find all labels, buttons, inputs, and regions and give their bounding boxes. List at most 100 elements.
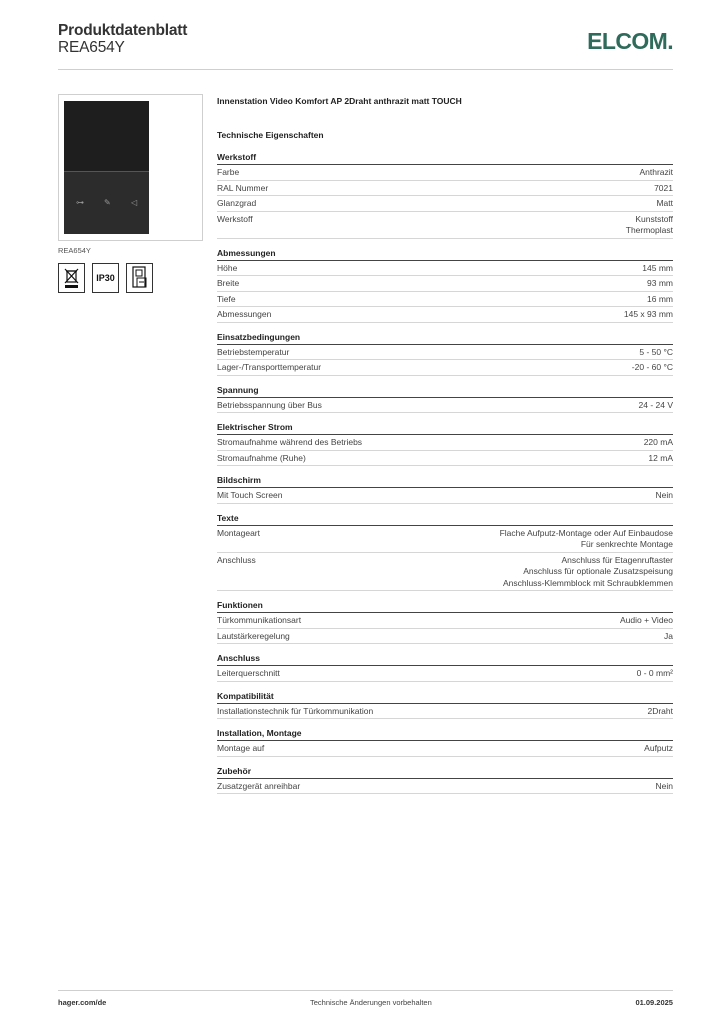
spec-label: Betriebstemperatur: [217, 346, 290, 357]
spec-value-group: Flache Aufputz-Montage oder Auf Einbaudo…: [500, 528, 673, 551]
spec-value-group: Aufputz: [644, 743, 673, 755]
spec-value: 0 - 0 mm²: [636, 668, 673, 678]
section-title: Texte: [217, 513, 673, 526]
surface-mount-icon: [126, 263, 153, 293]
spec-value-group: -20 - 60 °C: [632, 362, 673, 374]
spec-value-group: 5 - 50 °C: [639, 347, 673, 359]
spec-label: Glanzgrad: [217, 198, 257, 208]
spec-value: Nein: [655, 780, 673, 791]
spec-label: Farbe: [217, 167, 240, 177]
spec-row: Türkommunikationsart Audio + Video: [217, 613, 673, 629]
spec-value: 7021: [654, 182, 673, 193]
spec-value-group: 0 - 0 mm²: [637, 668, 673, 680]
spec-value: -20 - 60 °C: [631, 362, 673, 372]
spec-label: Abmessungen: [217, 309, 272, 319]
spec-label: Werkstoff: [217, 213, 253, 224]
spec-row: Zusatzgerät anreihbar Nein: [217, 779, 673, 794]
ip-rating-text: IP30: [96, 273, 115, 283]
spec-row: Breite 93 mm: [217, 276, 673, 292]
spec-value: 12 mA: [648, 452, 673, 463]
spec-row: Stromaufnahme (Ruhe) 12 mA: [217, 451, 673, 466]
product-image: ⊶ ✎ ◁: [58, 94, 203, 241]
spec-value: 145 mm: [642, 262, 673, 273]
spec-value: 2Draht: [647, 705, 673, 716]
spec-row: Installationstechnik für Türkommunikatio…: [217, 704, 673, 719]
footer-disclaimer: Technische Änderungen vorbehalten: [310, 998, 432, 1007]
section-title: Spannung: [217, 385, 673, 398]
product-name: Innenstation Video Komfort AP 2Draht ant…: [217, 96, 462, 106]
spec-row: Farbe Anthrazit: [217, 165, 673, 181]
spec-label: Tiefe: [217, 293, 236, 304]
key-icon: ⊶: [76, 198, 84, 207]
spec-value: Thermoplast: [625, 225, 673, 235]
bell-mute-icon: ✎: [104, 198, 111, 207]
spec-value: Matt: [656, 198, 673, 208]
spec-label: Mit Touch Screen: [217, 490, 283, 500]
spec-label: Höhe: [217, 262, 238, 273]
spec-value: Nein: [655, 490, 673, 500]
section-title: Werkstoff: [217, 152, 673, 165]
document-title: Produktdatenblatt: [58, 22, 188, 39]
spec-value: 24 - 24 V: [638, 399, 674, 410]
speaker-icon: ◁: [131, 198, 138, 207]
spec-label: Zusatzgerät anreihbar: [217, 780, 301, 791]
spec-value-group: Matt: [656, 198, 673, 210]
spec-value-group: 220 mA: [644, 437, 673, 449]
spec-label: Breite: [217, 278, 240, 288]
spec-value-group: Ja: [664, 631, 673, 643]
section-title: Installation, Montage: [217, 728, 673, 741]
spec-value: 16 mm: [647, 293, 673, 304]
spec-value: 5 - 50 °C: [639, 346, 673, 357]
spec-label: Stromaufnahme (Ruhe): [217, 452, 306, 463]
intercom-device-image: ⊶ ✎ ◁: [64, 101, 149, 234]
section-title: Elektrischer Strom: [217, 422, 673, 435]
spec-value-group: 145 mm: [642, 263, 673, 275]
spec-label: RAL Nummer: [217, 182, 269, 193]
spec-label: Türkommunikationsart: [217, 615, 302, 625]
spec-value-group: Audio + Video: [620, 615, 673, 627]
spec-value: 145 x 93 mm: [623, 309, 673, 319]
section-title: Funktionen: [217, 600, 673, 613]
spec-value: Anthrazit: [639, 167, 673, 177]
spec-row: Betriebstemperatur 5 - 50 °C: [217, 345, 673, 360]
spec-value-group: 16 mm: [647, 294, 673, 306]
spec-row: Lager-/Transporttemperatur-20 - 60 °C: [217, 360, 673, 376]
spec-row: RAL Nummer 7021: [217, 181, 673, 196]
spec-value: Für senkrechte Montage: [580, 539, 673, 549]
spec-value-group: 145 x 93 mm: [624, 309, 673, 321]
spec-value: Kunststoff: [635, 213, 673, 224]
spec-value: Ja: [664, 630, 673, 641]
spec-row: Mit Touch Screen Nein: [217, 488, 673, 504]
spec-row: Glanzgrad Matt: [217, 196, 673, 212]
spec-value: Audio + Video: [619, 615, 673, 625]
section-title: Anschluss: [217, 653, 673, 666]
page-header: Produktdatenblatt REA654Y ELCOM.: [58, 22, 674, 70]
section-title: Zubehör: [217, 766, 673, 779]
section-title: Bildschirm: [217, 475, 673, 488]
spec-label: Anschluss: [217, 554, 256, 565]
spec-value-group: 93 mm: [647, 278, 673, 290]
product-code: REA654Y: [58, 39, 125, 56]
section-title: Abmessungen: [217, 248, 673, 261]
spec-row: Abmessungen 145 x 93 mm: [217, 307, 673, 323]
footer-website: hager.com/de: [58, 998, 107, 1007]
spec-value: Flache Aufputz-Montage oder Auf Einbaudo…: [499, 527, 673, 538]
spec-value-group: 12 mA: [648, 453, 673, 465]
spec-value: 220 mA: [643, 437, 673, 447]
